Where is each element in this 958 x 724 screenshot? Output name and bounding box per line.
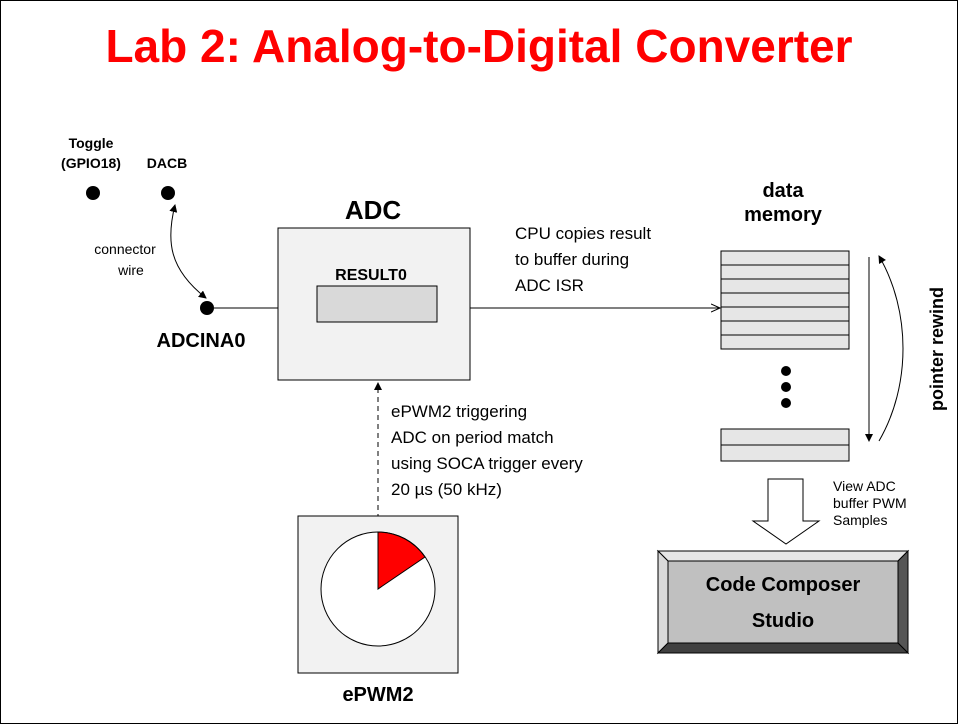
adcina0-pin [200,301,214,315]
view-note-line-3: Samples [833,512,887,528]
ellipsis-dot [781,366,791,376]
ccs-bevel-left [657,549,669,655]
view-note-line-1: View ADC [833,478,896,494]
adc-label: ADC [345,195,402,225]
view-down-arrow [751,478,821,545]
adcina0-label: ADCINA0 [157,330,246,352]
ccs-bevel-right [897,549,909,655]
ccs-face [667,560,899,644]
ellipsis-dot [781,382,791,392]
epwm-note-line-4: 20 µs (50 kHz) [391,480,502,499]
epwm-period-slice [377,531,426,590]
cpu-note-line-1: CPU copies result [515,224,651,243]
view-note-line-2: buffer PWM [833,495,907,511]
pointer-rewind-arrow [878,255,904,442]
memory-label-line-1: data [762,180,804,202]
cpu-note-line-3: ADC ISR [515,276,584,295]
cpu-note-line-2: to buffer during [515,250,629,269]
dacb-label: DACB [147,155,187,171]
memory-label-line-2: memory [744,204,823,226]
ccs-label-line-2: Studio [752,610,814,632]
slide-title: Lab 2: Analog-to-Digital Converter [105,20,853,72]
toggle-label: Toggle [69,135,114,151]
epwm-note-line-1: ePWM2 triggering [391,402,527,421]
memory-block [720,250,850,350]
epwm-label: ePWM2 [342,684,413,706]
result0-label: RESULT0 [335,267,407,284]
ellipsis-dot [781,398,791,408]
connector-wire [169,204,207,299]
memory-buffer-top [720,250,850,350]
dacb-pin [161,186,175,200]
toggle-pin [86,186,100,200]
toggle-gpio-label: (GPIO18) [61,155,121,171]
epwm-note-line-3: using SOCA trigger every [391,454,583,473]
epwm-note-line-2: ADC on period match [391,428,554,447]
ccs-label-line-1: Code Composer [706,574,861,596]
result0-register [316,285,438,323]
memory-buffer-bottom [720,428,850,462]
wire-label: wire [117,262,144,278]
connector-label: connector [94,241,156,257]
ccs-bevel-top [656,550,910,562]
pointer-rewind-label: pointer rewind [927,287,947,411]
ccs-bevel-bottom [656,642,910,654]
ccs-box: Code Composer Studio [656,549,910,655]
